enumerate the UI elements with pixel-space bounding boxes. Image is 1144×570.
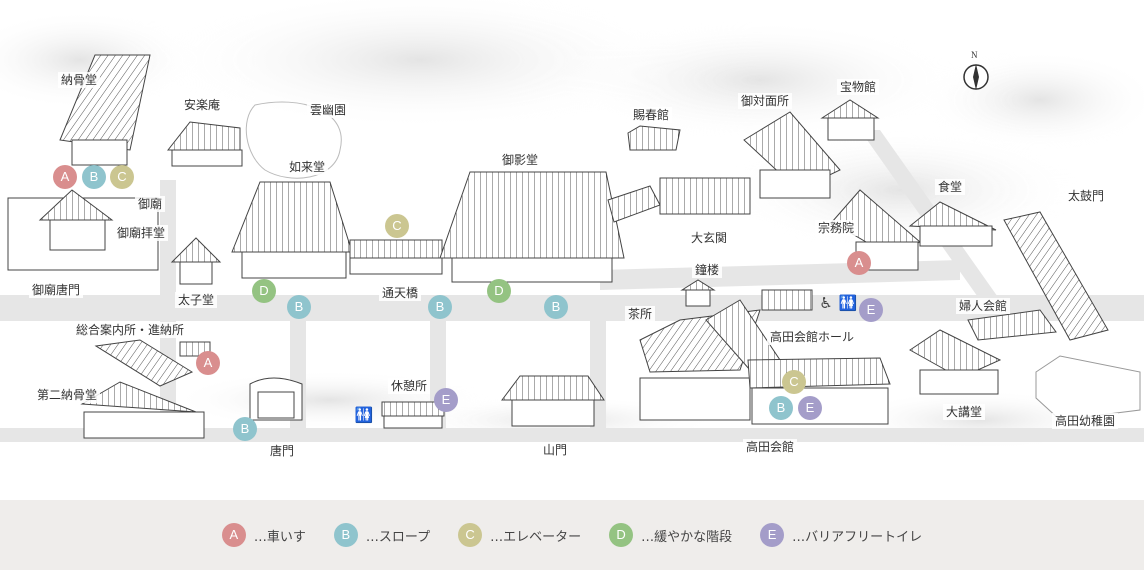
label-takadakaikan-hall: 高田会館ホール (766, 329, 858, 345)
marker-toilet-kyuukeisho[interactable]: E (434, 388, 458, 412)
marker-toilet-takadakaikan[interactable]: E (798, 396, 822, 420)
legend-badge-b: B (333, 523, 358, 547)
label-karamon: 唐門 (266, 443, 298, 459)
label-shumuin: 宗務院 (814, 220, 858, 236)
building-shapes (7, 54, 1141, 439)
legend-item-stairs: D …緩やかな階段 (609, 523, 732, 547)
label-takadakaikan: 高田会館 (742, 439, 798, 455)
label-sanmon: 山門 (539, 442, 571, 458)
legend-label-slope: …スロープ (365, 529, 431, 545)
label-kyuukeisho: 休憩所 (387, 378, 431, 394)
label-gobyouhaidou: 御廟拝堂 (113, 225, 169, 241)
marker-elevator-takadakaikan[interactable]: C (782, 370, 806, 394)
marker-wheelchair-shumuin[interactable]: A (847, 251, 871, 275)
label-unyuen: 雲幽園 (306, 102, 350, 118)
label-tsuutenkyou: 通天橋 (378, 285, 422, 301)
legend-label-wheelchair: …車いす (253, 529, 306, 545)
marker-slope-tsuutenkyou[interactable]: B (428, 295, 452, 319)
marker-slope-karamon[interactable]: B (233, 417, 257, 441)
label-taikomon: 太鼓門 (1064, 188, 1108, 204)
label-fujinkaikan: 婦人会館 (955, 298, 1011, 314)
legend-badge-c: C (458, 523, 483, 547)
legend-item-wheelchair: A …車いす (221, 523, 306, 547)
label-gotaimensho: 御対面所 (737, 93, 793, 109)
label-shokudou: 食堂 (934, 179, 966, 195)
marker-slope-goeidou[interactable]: B (544, 295, 568, 319)
label-anrakuan: 安楽庵 (180, 97, 224, 113)
legend-label-toilet: …バリアフリートイレ (792, 529, 923, 545)
legend-item-elevator: C …エレベーター (458, 523, 581, 547)
label-gobyoukaramon: 御廟唐門 (28, 282, 84, 298)
north-label: N (971, 50, 978, 60)
legend-bar: A …車いす B …スロープ C …エレベーター D …緩やかな階段 E …バリ… (0, 500, 1144, 570)
restroom-icon: 🚻 (354, 406, 374, 424)
marker-elevator-tsuutenkyou[interactable]: C (385, 214, 409, 238)
label-nyoraidou: 如来堂 (285, 159, 329, 175)
label-takadayouchien: 高田幼稚園 (1051, 413, 1119, 429)
label-goeidou: 御影堂 (498, 152, 542, 168)
compass-icon (963, 64, 989, 90)
label-shourou: 鐘楼 (691, 262, 723, 278)
marker-stairs-goeidou[interactable]: D (487, 279, 511, 303)
legend-item-slope: B …スロープ (333, 523, 431, 547)
legend-badge-a: A (221, 523, 246, 547)
label-shishunkan: 賜春館 (629, 107, 673, 123)
label-houmotsukan: 宝物館 (836, 79, 880, 95)
marker-slope-nyoraidou[interactable]: B (287, 295, 311, 319)
marker-slope-takadakaikan[interactable]: B (769, 396, 793, 420)
label-daikoudou: 大講堂 (942, 404, 986, 420)
wheelchair-icon: ♿ (819, 294, 833, 312)
legend-badge-d: D (609, 523, 634, 547)
marker-elevator-noukotsudou[interactable]: C (110, 165, 134, 189)
legend-item-toilet: E …バリアフリートイレ (760, 523, 922, 547)
legend-label-stairs: …緩やかな階段 (641, 529, 733, 545)
label-chasho: 茶所 (624, 306, 656, 322)
label-dainiNoukotsudou: 第二納骨堂 (33, 387, 101, 403)
label-taishidou: 太子堂 (174, 292, 218, 308)
north-compass: N (962, 50, 990, 96)
temple-map: N 納骨堂 安楽庵 雲幽園 如来堂 御影堂 賜春館 御対面所 宝物館 食堂 太鼓… (0, 0, 1144, 459)
marker-wheelchair-noukotsudou[interactable]: A (53, 165, 77, 189)
label-noukotsudou: 納骨堂 (57, 72, 101, 88)
label-gobyou: 御廟 (134, 196, 166, 212)
marker-stairs-nyoraidou[interactable]: D (252, 279, 276, 303)
label-sougouannaisho: 総合案内所・進納所 (72, 322, 188, 338)
label-daigenkan: 大玄関 (687, 230, 731, 246)
restroom-icon: 🚻 (838, 294, 858, 312)
marker-wheelchair-annaisho[interactable]: A (196, 351, 220, 375)
marker-toilet-center[interactable]: E (859, 298, 883, 322)
legend-label-elevator: …エレベーター (490, 529, 582, 545)
legend-badge-e: E (760, 523, 785, 547)
marker-slope-noukotsudou[interactable]: B (82, 165, 106, 189)
